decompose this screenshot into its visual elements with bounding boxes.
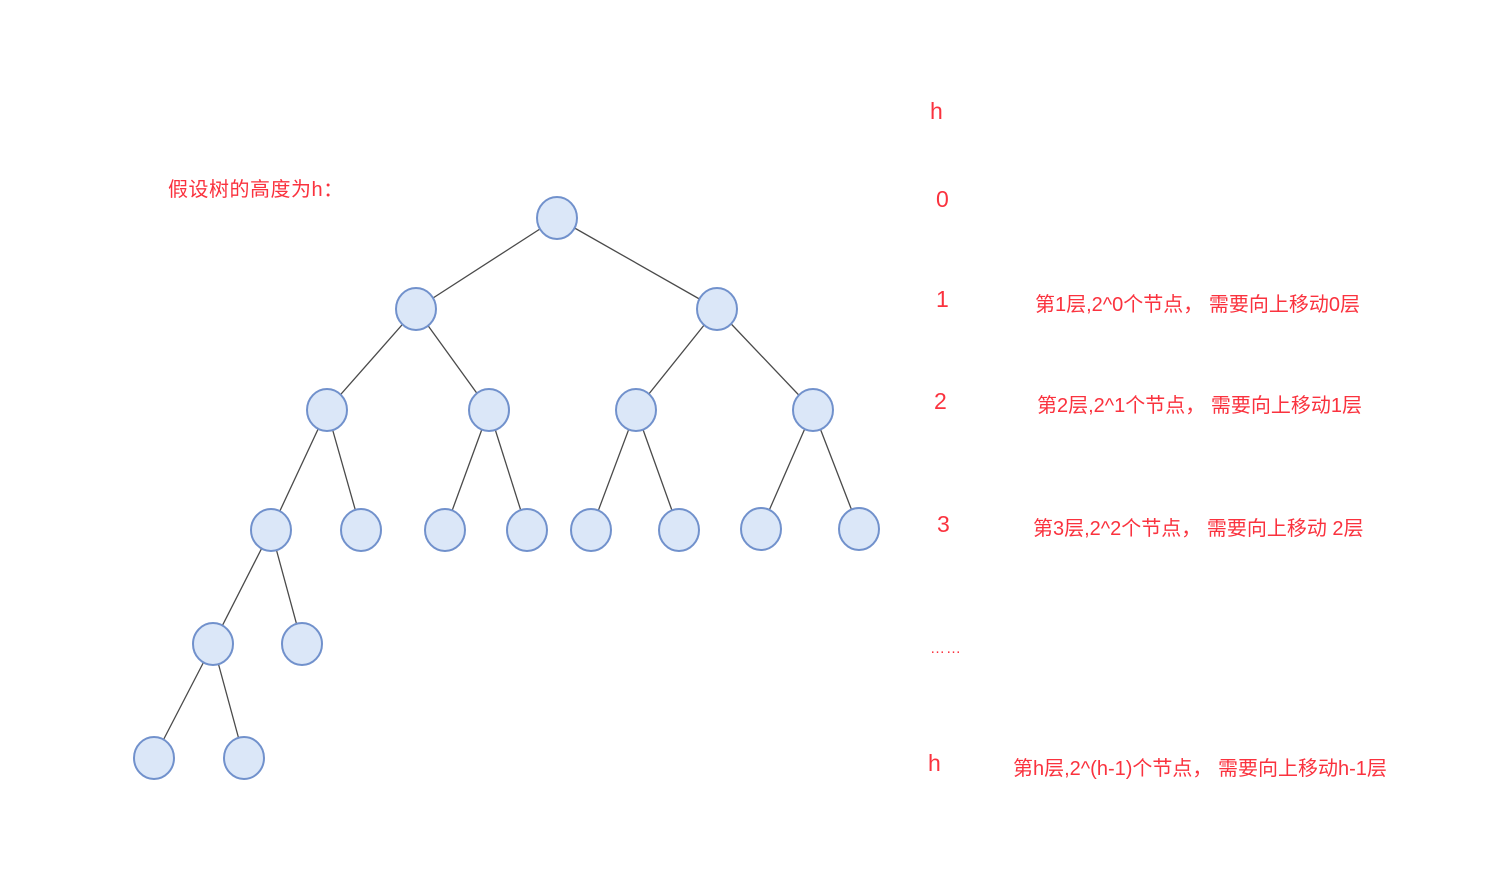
tree-node	[838, 507, 880, 551]
tree-node	[192, 622, 234, 666]
tree-node	[223, 736, 265, 780]
tree-node	[536, 196, 578, 240]
tree-node	[615, 388, 657, 432]
tree-node	[424, 508, 466, 552]
tree-edge	[556, 217, 718, 310]
tree-edge	[270, 409, 328, 531]
tree-node	[133, 736, 175, 780]
tree-node	[506, 508, 548, 552]
tree-node	[570, 508, 612, 552]
tree-node	[696, 287, 738, 331]
tree-node	[281, 622, 323, 666]
tree-node	[395, 287, 437, 331]
tree-node	[340, 508, 382, 552]
tree-edge	[326, 308, 417, 411]
tree-node	[250, 508, 292, 552]
tree-edge	[415, 217, 558, 310]
level-label-3: 3	[937, 511, 950, 537]
level-label-2: 2	[934, 388, 947, 414]
level-label-h-top: h	[930, 98, 943, 124]
annotation-level-2: 第2层,2^1个节点， 需要向上移动1层	[1037, 395, 1362, 417]
page-title: 假设树的高度为h：	[168, 179, 344, 201]
level-label-0: 0	[936, 186, 949, 212]
tree-node	[658, 508, 700, 552]
tree-edge	[716, 308, 814, 411]
tree-node	[306, 388, 348, 432]
level-label-ellipsis: ……	[930, 640, 962, 657]
annotation-level-1: 第1层,2^0个节点， 需要向上移动0层	[1035, 294, 1360, 316]
tree-node	[792, 388, 834, 432]
annotation-level-3: 第3层,2^2个节点， 需要向上移动 2层	[1033, 518, 1364, 540]
annotation-level-h: 第h层,2^(h-1)个节点， 需要向上移动h-1层	[1013, 758, 1387, 780]
level-label-h-bottom: h	[928, 750, 941, 776]
level-label-1: 1	[936, 286, 949, 312]
tree-node	[740, 507, 782, 551]
tree-node	[468, 388, 510, 432]
